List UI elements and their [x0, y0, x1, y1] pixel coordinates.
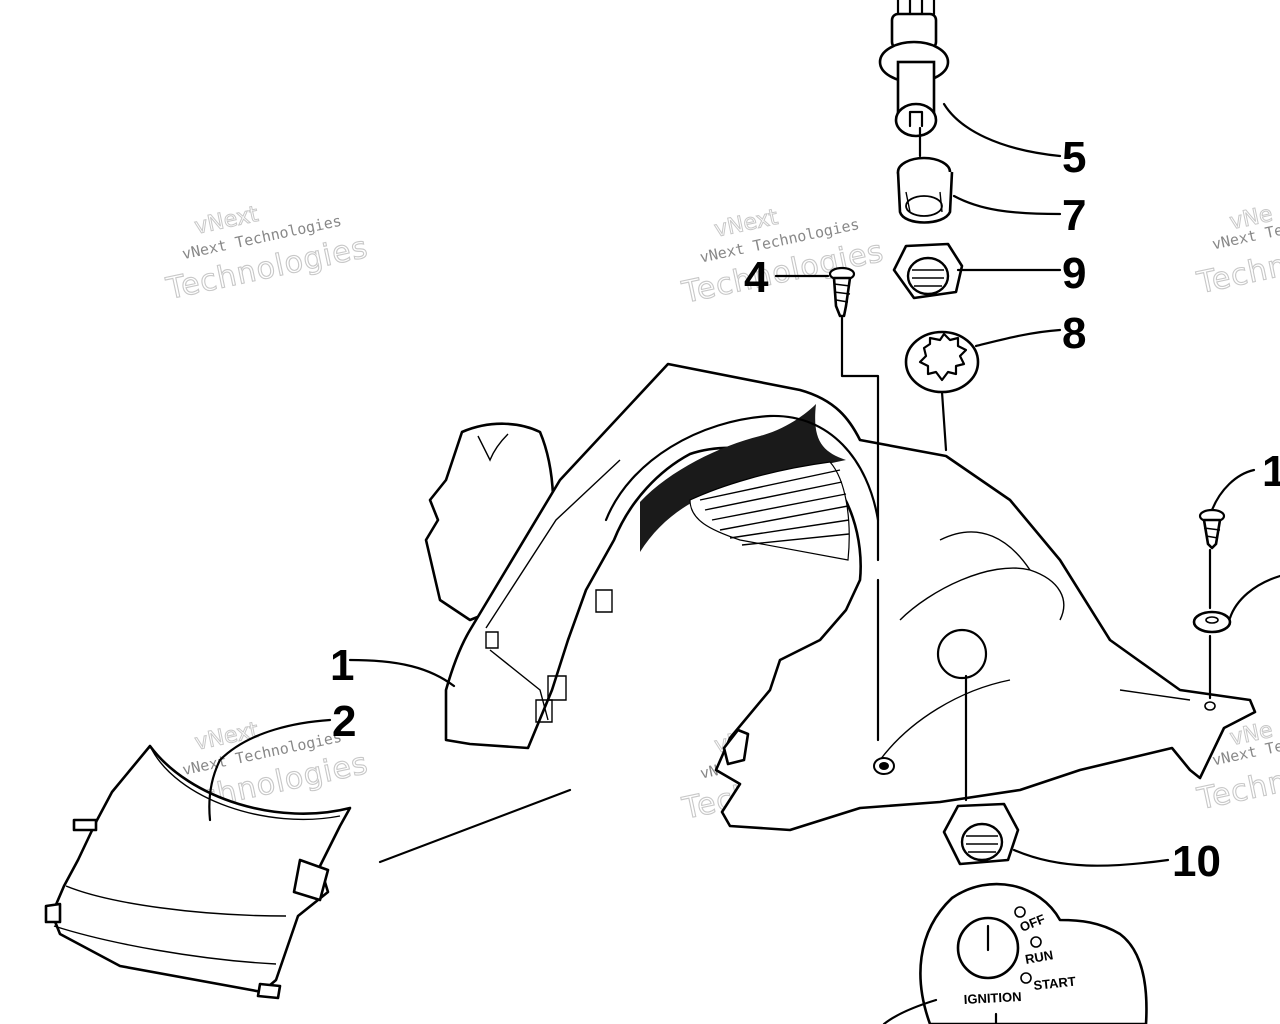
callout-2: 2	[332, 697, 356, 746]
ignition-label-ignition: IGNITION	[963, 989, 1021, 1007]
callout-10: 10	[1172, 837, 1221, 886]
callout-4: 4	[744, 253, 769, 302]
screw-right	[1198, 508, 1226, 550]
hex-nut-lower	[942, 802, 1020, 866]
watermark-edge-bottom: Techn	[1194, 764, 1280, 817]
watermark-left-top: vNext vNext Technologies Technologies	[162, 201, 372, 307]
ignition-leader-line	[882, 998, 938, 1024]
watermark-right-top: vNe vNext Te Techn	[1193, 201, 1280, 302]
leader-lines	[208, 102, 1280, 867]
ignition-switch-panel: OFF RUN START IGNITION	[919, 882, 1148, 1024]
watermark-center-top: vNext vNext Technologies Technologies	[678, 204, 888, 311]
screw-4	[828, 266, 856, 318]
ignition-label-start: START	[1033, 974, 1077, 993]
callout-7: 7	[1062, 191, 1086, 240]
dashboard-edge-line	[378, 788, 572, 864]
callout-1: 1	[330, 641, 354, 690]
cover-panel	[44, 744, 352, 1000]
callout-5: 5	[1062, 133, 1086, 182]
callout-8: 8	[1062, 309, 1086, 358]
callout-labels: 5 7 9 8 4 1 2 10 1	[330, 133, 1280, 886]
hex-nut-upper	[892, 242, 964, 300]
steering-housing	[424, 362, 1257, 832]
ignition-label-run: RUN	[1024, 947, 1054, 967]
lock-washer	[904, 330, 980, 394]
switch-body	[878, 0, 950, 138]
retainer-ring	[896, 156, 954, 224]
washer-right	[1192, 610, 1232, 634]
callout-1-edge: 1	[1262, 447, 1280, 496]
callout-9: 9	[1062, 249, 1086, 298]
watermark-edge-bottom: Techn	[1194, 248, 1280, 301]
